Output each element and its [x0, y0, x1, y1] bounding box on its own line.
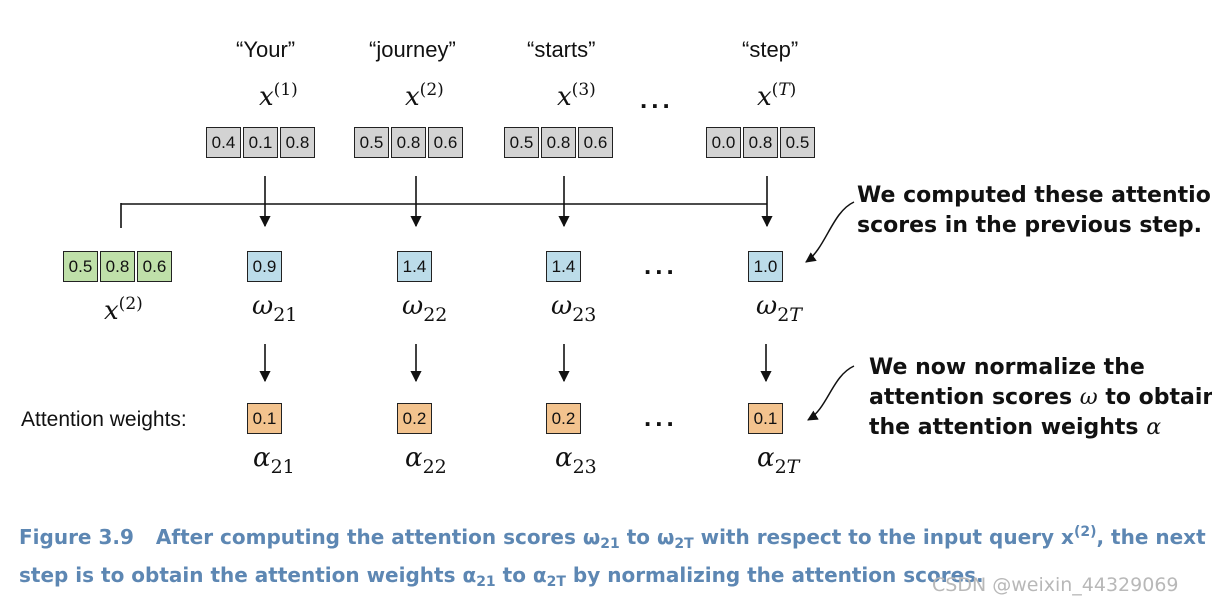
query-vector: 0.5 0.8 0.6: [63, 251, 172, 282]
note-line: scores in the previous step.: [857, 213, 1202, 238]
token-word-2: “journey”: [369, 37, 456, 62]
input-vector-1: 0.4 0.1 0.8: [206, 127, 315, 158]
vector-cell: 0.5: [354, 127, 389, 158]
input-vector-2: 0.5 0.8 0.6: [354, 127, 463, 158]
weight-box-T: 0.1: [748, 403, 783, 434]
vector-cell: 0.8: [391, 127, 426, 158]
token-word-1: “Your”: [236, 37, 296, 62]
note-normalize: We now normalize the attention scores ω …: [869, 353, 1212, 443]
vector-cell: 0.1: [243, 127, 278, 158]
figure-number: Figure 3.9: [19, 525, 134, 549]
score-box-3: 1.4: [546, 251, 581, 282]
note-previous-step: We computed these attention scores in th…: [857, 181, 1212, 241]
vector-cell: 0.8: [541, 127, 576, 158]
weight-box-2: 0.2: [397, 403, 432, 434]
input-vector-T: 0.0 0.8 0.5: [706, 127, 815, 158]
ellipsis-weights: ...: [644, 402, 678, 432]
note-line: We now normalize the: [869, 355, 1145, 380]
vector-cell: 0.0: [706, 127, 741, 158]
input-label-3: x(3): [557, 80, 596, 112]
input-vector-3: 0.5 0.8 0.6: [504, 127, 613, 158]
vector-cell: 0.4: [206, 127, 241, 158]
callout-arrow-normalize: [807, 365, 855, 421]
ellipsis-scores: ...: [644, 250, 678, 280]
vector-cell: 0.5: [780, 127, 815, 158]
score-label-1: ω21: [252, 291, 298, 326]
score-box-2: 1.4: [397, 251, 432, 282]
attention-weights-label: Attention weights:: [21, 408, 187, 431]
score-box-T: 1.0: [748, 251, 783, 282]
caption-line-2: step is to obtain the attention weights …: [19, 563, 984, 590]
vector-cell: 0.8: [280, 127, 315, 158]
vector-cell: 0.5: [63, 251, 98, 282]
ellipsis-inputs: ...: [640, 84, 674, 114]
weight-label-T: α2T: [757, 443, 800, 478]
score-label-3: ω23: [551, 291, 597, 326]
callout-arrow-scores: [805, 201, 855, 263]
input-label-2: x(2): [405, 80, 444, 112]
vector-cell: 0.6: [137, 251, 172, 282]
weight-label-3: α23: [555, 443, 597, 478]
score-label-2: ω22: [402, 291, 448, 326]
weight-box-1: 0.1: [247, 403, 282, 434]
input-label-T: x(T): [757, 80, 797, 112]
note-line: We computed these attention: [857, 183, 1212, 208]
watermark: CSDN @weixin_44329069: [932, 574, 1179, 596]
input-label-1: x(1): [259, 80, 298, 112]
vector-cell: 0.5: [504, 127, 539, 158]
token-word-T: “step”: [742, 37, 799, 62]
vector-cell: 0.8: [743, 127, 778, 158]
weight-box-3: 0.2: [546, 403, 581, 434]
weight-label-1: α21: [253, 443, 295, 478]
score-label-T: ω2T: [756, 291, 802, 326]
vector-cell: 0.6: [578, 127, 613, 158]
score-box-1: 0.9: [247, 251, 282, 282]
query-label: x(2): [104, 294, 143, 326]
token-word-3: “starts”: [527, 37, 596, 62]
vector-cell: 0.6: [428, 127, 463, 158]
note-line: the attention weights α: [869, 415, 1162, 440]
note-line: attention scores ω to obtain: [869, 385, 1212, 410]
weight-label-2: α22: [405, 443, 447, 478]
vector-cell: 0.8: [100, 251, 135, 282]
